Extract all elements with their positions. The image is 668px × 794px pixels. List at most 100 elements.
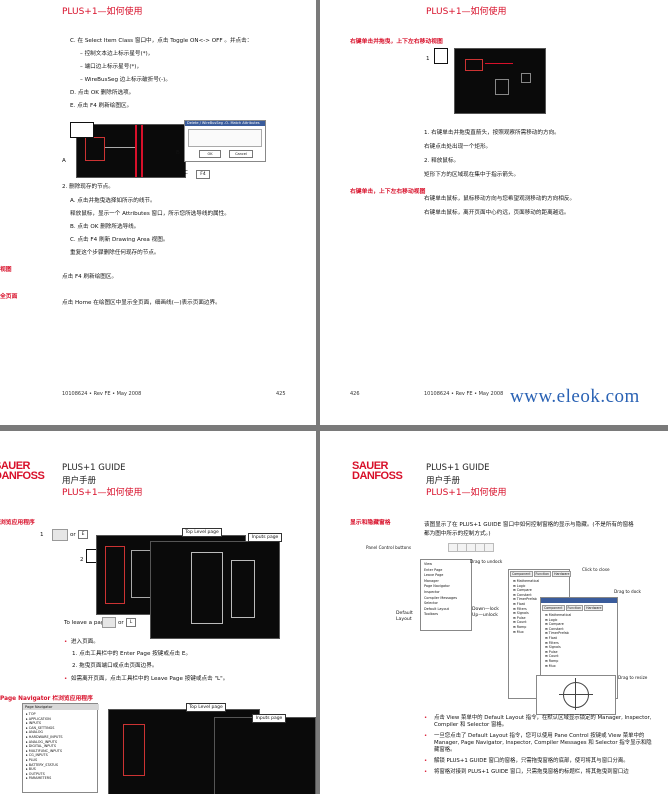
floating-tree-item[interactable]: ⊞ Mux: [545, 663, 556, 668]
navigator-item[interactable]: ▸ DIGITAL_INPUTS: [26, 744, 57, 749]
label-1: 1: [40, 532, 44, 538]
view-menu-item[interactable]: Page Navigator: [424, 584, 450, 589]
label-b: B: [176, 150, 180, 156]
page-header: PLUS+1—如何使用: [62, 7, 143, 17]
enter-title-text: 进入页面。: [70, 639, 99, 645]
selector-tree-item[interactable]: ⊞ Count: [513, 620, 527, 625]
bullet-4: •将窗格对接到 PLUS+1 GUIDE 窗口，只需拖曳窗格的标题栏，将其拖曳到…: [424, 769, 629, 775]
selector-tree-item[interactable]: ⊞ Compare: [513, 588, 532, 593]
floating-tree-item[interactable]: ⊞ Logic: [545, 617, 558, 622]
navigator-item[interactable]: ▸ MULTIFUNC_INPUTS: [26, 748, 62, 753]
floating-tree-item[interactable]: ⊞ Constant: [545, 626, 564, 631]
view-menu-item[interactable]: Default Layout: [424, 606, 449, 611]
pan-steps: 1. 右键单击并拖曳直箭头，按照观察所需移动的方向。 右键点击处出现一个矩形。 …: [424, 130, 560, 179]
home-text: 点击 Home 在绘图区中显示全页面，细画线(—)表示页面边界。: [62, 300, 221, 306]
step-c-sub2: – 端口边上标示星号(*)，: [80, 64, 143, 70]
view-menu-item[interactable]: Inspector: [424, 589, 440, 594]
drawing-area-screenshot: [76, 124, 186, 178]
pane-tab[interactable]: Component: [510, 571, 533, 577]
pane-tab[interactable]: Function: [533, 571, 552, 577]
view-menu-item[interactable]: Selector: [424, 601, 438, 606]
step-2a: A. 点击并拖曳选择如所示的线节。: [70, 198, 156, 204]
navigator-item[interactable]: ▸ PLUS: [26, 757, 38, 762]
page-header: PLUS+1—如何使用: [62, 488, 143, 498]
navigator-item[interactable]: ▸ HARDWARE_INPUTS: [26, 734, 63, 739]
selector-tree-item[interactable]: ⊞ Constant: [513, 592, 532, 597]
e-key: E: [78, 530, 88, 539]
floating-tree-item[interactable]: ⊞ Signals: [545, 645, 561, 650]
preview-axis-h: [559, 694, 593, 695]
selector-tree-item[interactable]: ⊞ Mux: [513, 629, 524, 634]
inputs-page-label-2: Inputs page: [252, 714, 286, 723]
selector-tree-item[interactable]: ⊞ Ramp: [513, 624, 527, 629]
manual-page-426: PLUS+1—如何使用 右键单击并拖曳，上下左右移动视图 1 1. 右键单击并拖…: [320, 0, 668, 425]
preview-pane: [536, 675, 616, 715]
step-c-sub3: – WireBusSeg 边上标示破折号(-)。: [80, 77, 171, 83]
cursor-icon: [70, 122, 94, 138]
selector-tree-item[interactable]: ⊞ TimerPrefab: [513, 597, 537, 602]
bullet-2: •一旦您点击了 Default Layout 指令，您可以使用 Pane Con…: [424, 733, 654, 754]
mouse-icon: [434, 48, 448, 64]
pane-tab[interactable]: Function: [565, 605, 584, 611]
top-level-label: Top Level page: [182, 528, 222, 537]
click-pan-1: 右键单击鼠标，鼠标移动方向与您希望观测移动的方向相反。: [424, 196, 576, 202]
intro-line-1: 该图显示了在 PLUS+1 GUIDE 窗口中如何控制窗格的显示与隐藏。(不是所…: [424, 522, 634, 528]
wire-red-2: [141, 125, 143, 177]
selector-tree-item[interactable]: ⊞ Signals: [513, 611, 529, 616]
navigator-item[interactable]: ▸ PARAMETERS: [26, 776, 52, 781]
view-menu-item[interactable]: Manager: [424, 578, 439, 583]
cancel-button[interactable]: Cancel: [229, 150, 253, 158]
navigator-item[interactable]: ▸ ANALOG: [26, 730, 44, 735]
navigator-item[interactable]: ▸ INPUTS: [26, 721, 42, 726]
navigator-item[interactable]: ▸ CG_INPUTS: [26, 753, 48, 758]
view-menu-item[interactable]: Leave Page: [424, 573, 444, 578]
navigator-item[interactable]: ▸ BATTERY_STATUS: [26, 762, 59, 767]
intro-line-2: 都为图中所示的控制方式。): [424, 531, 491, 537]
floating-tree-item[interactable]: ⊞ Ramp: [545, 658, 559, 663]
callout-default-layout: Default Layout: [396, 611, 413, 622]
ok-button[interactable]: OK: [199, 150, 221, 158]
step-list: C. 在 Select Item Class 窗口中，点击 Toggle ON<…: [70, 38, 252, 110]
floating-tree-item[interactable]: ⊞ Count: [545, 654, 559, 659]
pane-tab[interactable]: Component: [542, 605, 565, 611]
dialog-title: Delete / WireBusSeg -O- Match Attributes: [187, 121, 260, 125]
selector-tree-item[interactable]: ⊞ Filters: [513, 606, 527, 611]
navigator-item[interactable]: ▸ CAN_SETTINGS: [26, 725, 55, 730]
pane-tab[interactable]: Hardware: [584, 605, 604, 611]
selector-tree-item[interactable]: ⊞ Float: [513, 601, 525, 606]
navigator-item[interactable]: ▸ OUTPUTS: [26, 771, 45, 776]
footer-docnum: 10108624 • Rev FE • May 2008: [424, 391, 504, 397]
floating-tree-item[interactable]: ⊞ Pulse: [545, 649, 558, 654]
view-menu-item[interactable]: Toolbars: [424, 612, 438, 617]
logo-bottom: DANFOSS: [352, 470, 403, 482]
floating-tree-item[interactable]: ⊞ Compare: [545, 622, 564, 627]
navigator-tree: ▸ TOP▸ APPLICATION▸ INPUTS▸ CAN_SETTINGS…: [26, 712, 63, 781]
top-level-label-2: Top Level page: [186, 703, 226, 712]
step-2c: C. 点击 F4 刷新 Drawing Area 视图。: [70, 237, 169, 243]
floating-titlebar[interactable]: [541, 598, 617, 603]
click-pan-steps: 右键单击鼠标，鼠标移动方向与您希望观测移动的方向相反。 右键单击鼠标，离开页面中…: [424, 196, 575, 217]
navigator-item[interactable]: ▸ ANALOG_INPUTS: [26, 739, 58, 744]
view-menu-item[interactable]: Compiler Messages: [424, 595, 457, 600]
manual-page-panes: SAUER DANFOSS PLUS+1 GUIDE 用户手册 PLUS+1—如…: [320, 431, 668, 794]
navigator-item[interactable]: ▸ BUS: [26, 767, 36, 772]
l-key: L: [126, 618, 136, 627]
pane-tab[interactable]: Hardware: [552, 571, 572, 577]
selector-tree-item[interactable]: ⊞ Mathematical: [513, 579, 540, 583]
page-header: PLUS+1—如何使用: [426, 488, 507, 498]
navigator-item[interactable]: ▸ TOP: [26, 712, 36, 716]
selector-tree-item[interactable]: ⊞ Logic: [513, 583, 526, 588]
navigator-item[interactable]: ▸ APPLICATION: [26, 716, 51, 721]
floating-tree-item[interactable]: ⊞ Mathematical: [545, 613, 572, 617]
view-menu-item[interactable]: Enter Page: [424, 567, 443, 572]
floating-tree-item[interactable]: ⊞ TimerPrefab: [545, 631, 569, 636]
floating-tree-item[interactable]: ⊞ Filters: [545, 640, 559, 645]
pan-figure: 1: [420, 46, 550, 116]
f4-key: F4: [196, 170, 210, 179]
selector-tree-item[interactable]: ⊞ Pulse: [513, 615, 526, 620]
view-menu-item[interactable]: View: [424, 562, 433, 566]
floating-tree-item[interactable]: ⊞ Float: [545, 635, 557, 640]
pane-button-selector[interactable]: [484, 543, 494, 552]
bullet-4-text: 将窗格对接到 PLUS+1 GUIDE 窗口，只需拖曳窗格的标题栏，将其拖曳到窗…: [434, 769, 629, 775]
